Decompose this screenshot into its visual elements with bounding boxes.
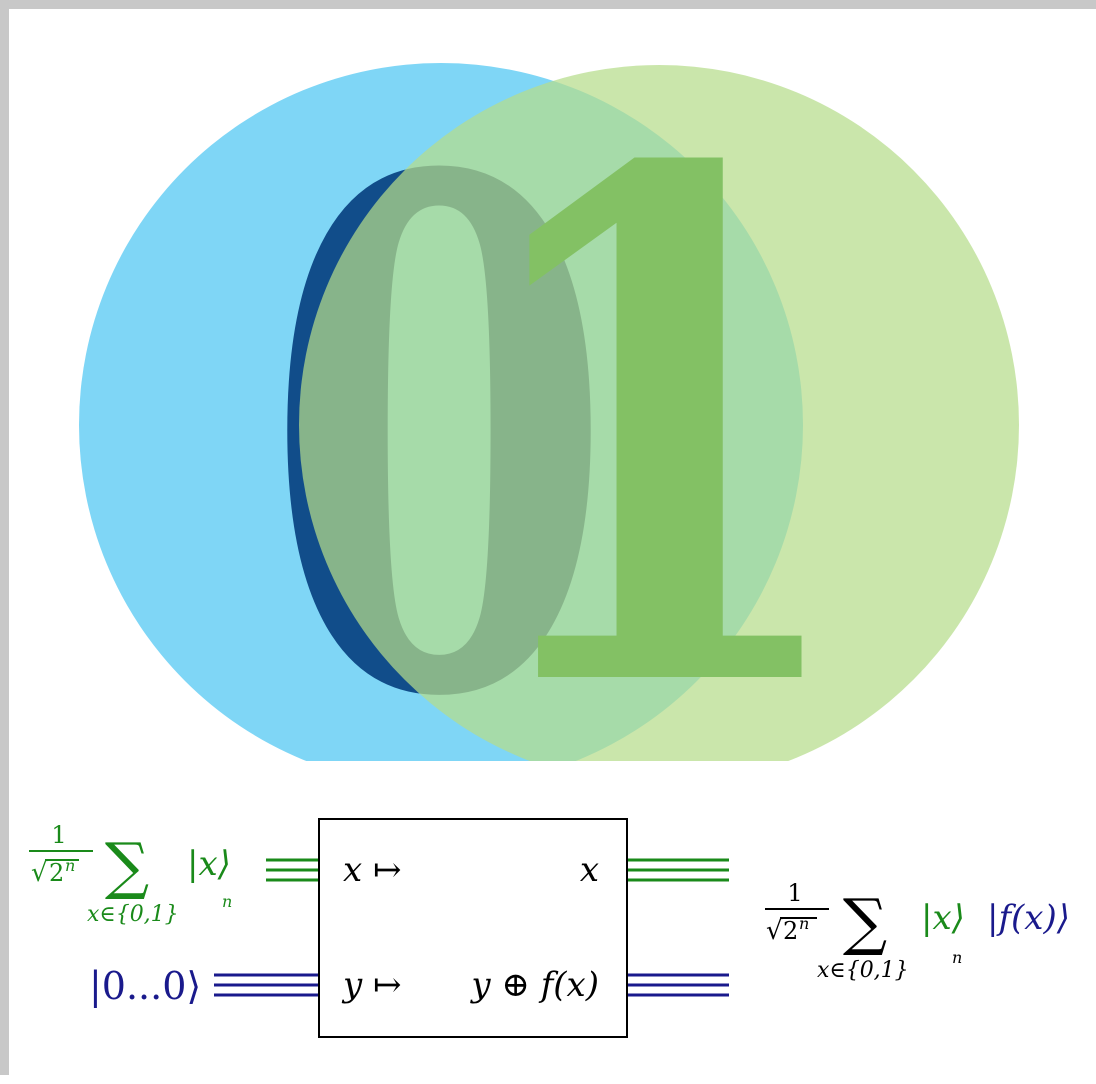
box-top-left: x ↦ — [343, 850, 401, 890]
oracle-box — [318, 818, 628, 1038]
input-subscript-exp: n — [222, 892, 232, 911]
box-top-right: x — [580, 850, 599, 890]
wires-bottom-right — [627, 973, 729, 997]
input-superposition: 1 √ 2 n ∑ |x⟩ x∈{0,1} n — [29, 821, 232, 927]
output-frac-exp: n — [799, 914, 809, 933]
output-sum: ∑ — [843, 885, 887, 958]
sqrt-sign: √ — [31, 858, 48, 888]
output-subscript: x∈{0,1} — [817, 958, 909, 983]
output-state: 1 √ 2 n ∑ |x⟩ |f(x)⟩ x∈{0,1} n — [765, 879, 1070, 983]
deutsch-jozsa-diagram: 0 1 x ↦ x y ↦ y ⊕ f(x) 1 √ 2 n ∑ |x⟩ x∈{… — [29, 20, 1070, 1038]
wires-top-right — [627, 858, 729, 882]
input-ancilla: |0...0⟩ — [89, 964, 201, 1008]
output-ket-x: |x⟩ — [921, 898, 965, 938]
output-frac-den: 2 — [783, 917, 798, 945]
output-subscript-exp: n — [952, 948, 962, 967]
input-frac-num: 1 — [51, 821, 66, 849]
box-bottom-left: y ↦ — [341, 965, 402, 1005]
input-sum: ∑ — [105, 829, 149, 902]
output-frac-num: 1 — [787, 879, 802, 907]
box-bottom-right: y ⊕ f(x) — [469, 965, 599, 1005]
wires-bottom-left — [214, 973, 319, 997]
output-sqrt-sign: √ — [766, 916, 783, 946]
input-frac-exp: n — [65, 856, 75, 875]
logo: 0 1 — [79, 20, 1019, 761]
output-ket-fx: |f(x)⟩ — [987, 898, 1070, 938]
right-circle — [299, 65, 1019, 761]
wires-top-left — [266, 858, 319, 882]
input-ket: |x⟩ — [187, 844, 231, 884]
input-subscript: x∈{0,1} — [87, 902, 179, 927]
input-frac-den: 2 — [49, 859, 64, 887]
